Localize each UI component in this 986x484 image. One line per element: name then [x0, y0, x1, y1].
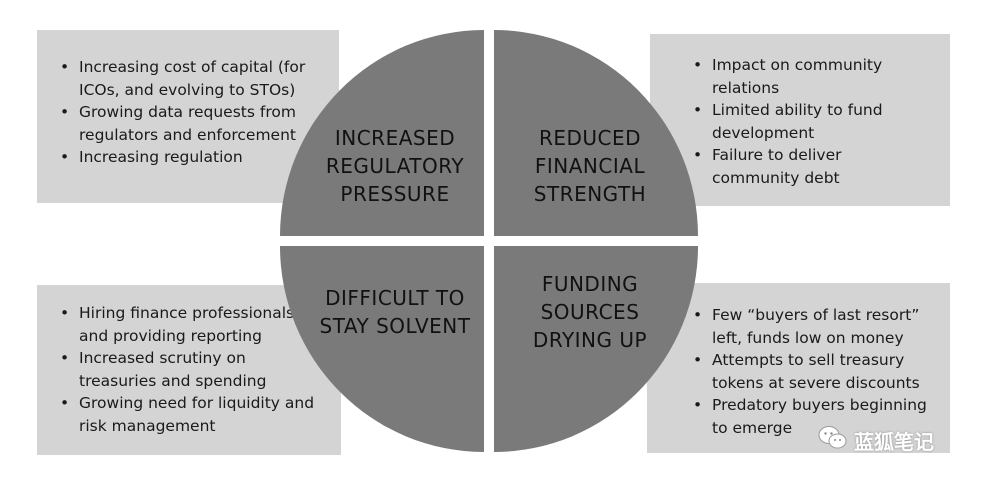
watermark: 蓝狐笔记 [818, 425, 934, 455]
bullet-item: Attempts to sell treasury tokens at seve… [690, 349, 935, 394]
stay-solvent-bullets: Hiring finance professionals and providi… [57, 302, 327, 437]
bullet-item: Increased scrutiny on treasuries and spe… [57, 347, 327, 392]
bullet-item: Predatory buyers beginning to emerge [690, 394, 935, 439]
bullet-item: Increasing regulation [57, 146, 317, 169]
quadrant-bottom-right [494, 246, 698, 452]
quadrant-top-right [494, 30, 698, 236]
label-difficult-to-stay-solvent: DIFFICULT TO STAY SOLVENT [319, 286, 471, 338]
financial-strength-bullets: Impact on community relations Limited ab… [690, 54, 930, 189]
regulatory-pressure-bullets: Increasing cost of capital (for ICOs, an… [57, 56, 317, 169]
bullet-item: Growing data requests from regulators an… [57, 101, 317, 146]
bullet-item: Hiring finance professionals and providi… [57, 302, 327, 347]
bullet-item: Growing need for liquidity and risk mana… [57, 392, 327, 437]
bullet-item: Failure to deliver community debt [690, 144, 930, 189]
watermark-text: 蓝狐笔记 [854, 429, 934, 454]
bullet-item: Impact on community relations [690, 54, 930, 99]
label-reduced-financial-strength: REDUCED FINANCIAL STRENGTH [533, 126, 647, 206]
label-increased-regulatory-pressure: INCREASED REGULATORY PRESSURE [325, 126, 465, 206]
wechat-icon [818, 425, 848, 455]
bullet-item: Few “buyers of last resort” left, funds … [690, 304, 935, 349]
quadrant-top-left [280, 30, 484, 236]
funding-sources-bullets: Few “buyers of last resort” left, funds … [690, 304, 935, 439]
bullet-item: Limited ability to fund development [690, 99, 930, 144]
label-funding-sources-drying-up: FUNDING SOURCES DRYING UP [532, 272, 648, 352]
bullet-item: Increasing cost of capital (for ICOs, an… [57, 56, 317, 101]
quadrant-bottom-left [280, 246, 484, 452]
